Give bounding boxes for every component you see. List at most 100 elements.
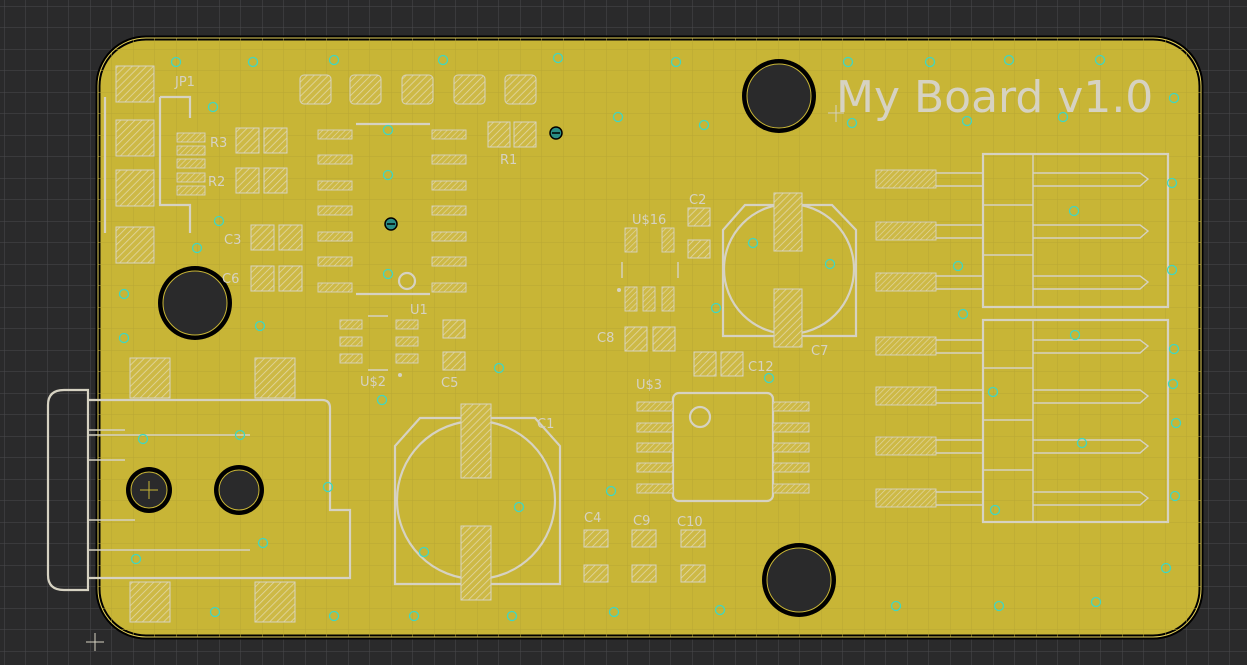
via[interactable]	[382, 169, 394, 181]
via[interactable]	[118, 288, 130, 300]
via[interactable]	[437, 54, 449, 66]
c9-capacitor[interactable]: C9	[631, 514, 657, 583]
c12-capacitor[interactable]: C12	[693, 351, 774, 377]
u16-chip[interactable]: U$16	[617, 213, 679, 312]
jp1-header[interactable]: JP1	[103, 65, 195, 264]
via[interactable]	[170, 56, 182, 68]
via[interactable]	[993, 600, 1005, 612]
c5-capacitor[interactable]: C5	[441, 319, 466, 391]
via[interactable]	[1166, 177, 1178, 189]
r3-resistor[interactable]: R3	[210, 127, 288, 154]
resistor-array-left[interactable]	[176, 132, 206, 196]
via[interactable]	[608, 606, 620, 618]
c8-capacitor[interactable]: C8	[597, 326, 676, 352]
jack-hole-2[interactable]	[214, 465, 264, 515]
jack-hole-1[interactable]	[126, 467, 172, 513]
mounting-hole-left[interactable]	[158, 266, 232, 340]
via[interactable]	[506, 610, 518, 622]
via[interactable]	[328, 54, 340, 66]
via[interactable]	[952, 260, 964, 272]
r1-resistor[interactable]: R1	[487, 121, 537, 168]
via[interactable]	[118, 332, 130, 344]
via[interactable]	[1057, 111, 1069, 123]
right-header-upper[interactable]	[875, 152, 1170, 309]
via[interactable]	[846, 117, 858, 129]
mounting-hole-top[interactable]	[742, 59, 816, 133]
via[interactable]	[257, 537, 269, 549]
c1-capacitor[interactable]: C1	[393, 403, 562, 601]
via[interactable]	[957, 308, 969, 320]
via[interactable]	[1094, 54, 1106, 66]
via[interactable]	[552, 52, 564, 64]
via[interactable]	[1068, 205, 1080, 217]
via[interactable]	[254, 320, 266, 332]
via[interactable]	[1076, 437, 1088, 449]
via[interactable]	[890, 600, 902, 612]
right-header-lower[interactable]	[875, 318, 1170, 524]
via[interactable]	[1168, 92, 1180, 104]
u3-chip[interactable]: U$3	[636, 378, 810, 503]
via[interactable]	[328, 610, 340, 622]
via[interactable]	[234, 429, 246, 441]
via[interactable]	[1170, 417, 1182, 429]
via[interactable]	[698, 119, 710, 131]
via[interactable]	[382, 268, 394, 280]
via[interactable]	[1003, 54, 1015, 66]
c6-capacitor[interactable]: C6	[222, 265, 303, 292]
via[interactable]	[924, 56, 936, 68]
via[interactable]	[418, 546, 430, 558]
u1-chip[interactable]: U1	[317, 122, 467, 318]
r2-resistor[interactable]: R2	[208, 167, 288, 194]
via[interactable]	[247, 56, 259, 68]
u3-label: U$3	[636, 378, 662, 393]
via[interactable]	[322, 481, 334, 493]
via[interactable]	[382, 124, 394, 136]
via[interactable]	[130, 553, 142, 565]
dc-jack-connector[interactable]	[46, 357, 352, 623]
c4-capacitor[interactable]: C4	[583, 511, 609, 583]
via[interactable]	[987, 386, 999, 398]
via[interactable]	[1160, 562, 1172, 574]
via[interactable]	[207, 101, 219, 113]
via[interactable]	[513, 501, 525, 513]
via[interactable]	[989, 504, 1001, 516]
via-group[interactable]	[118, 52, 1182, 622]
via[interactable]	[961, 115, 973, 127]
via[interactable]	[670, 56, 682, 68]
via[interactable]	[1090, 596, 1102, 608]
via[interactable]	[376, 394, 388, 406]
via[interactable]	[842, 56, 854, 68]
c3-capacitor[interactable]: C3	[224, 224, 303, 251]
c4-label: C4	[584, 511, 601, 526]
via[interactable]	[1169, 490, 1181, 502]
via-teal-2[interactable]	[384, 217, 398, 231]
via[interactable]	[493, 362, 505, 374]
c2-capacitor[interactable]: C2	[687, 193, 711, 259]
origin-cross-icon	[86, 633, 104, 651]
via[interactable]	[1167, 378, 1179, 390]
mounting-hole-bottom[interactable]	[762, 543, 836, 617]
via[interactable]	[605, 485, 617, 497]
via[interactable]	[612, 111, 624, 123]
via[interactable]	[747, 237, 759, 249]
via[interactable]	[191, 242, 203, 254]
via[interactable]	[137, 433, 149, 445]
c10-capacitor[interactable]: C10	[677, 515, 706, 583]
via[interactable]	[1166, 264, 1178, 276]
via[interactable]	[1069, 329, 1081, 341]
via[interactable]	[714, 604, 726, 616]
via[interactable]	[213, 215, 225, 227]
u2-chip[interactable]: U$2	[339, 315, 419, 390]
u1-label: U1	[410, 303, 428, 318]
via[interactable]	[763, 372, 775, 384]
via[interactable]	[824, 258, 836, 270]
c7-capacitor[interactable]: C7	[721, 192, 858, 359]
c5-label: C5	[441, 376, 458, 391]
via[interactable]	[710, 302, 722, 314]
via[interactable]	[209, 606, 221, 618]
top-connector-pads[interactable]	[299, 74, 537, 105]
via[interactable]	[408, 610, 420, 622]
via[interactable]	[1168, 343, 1180, 355]
via-teal-1[interactable]	[549, 126, 563, 140]
